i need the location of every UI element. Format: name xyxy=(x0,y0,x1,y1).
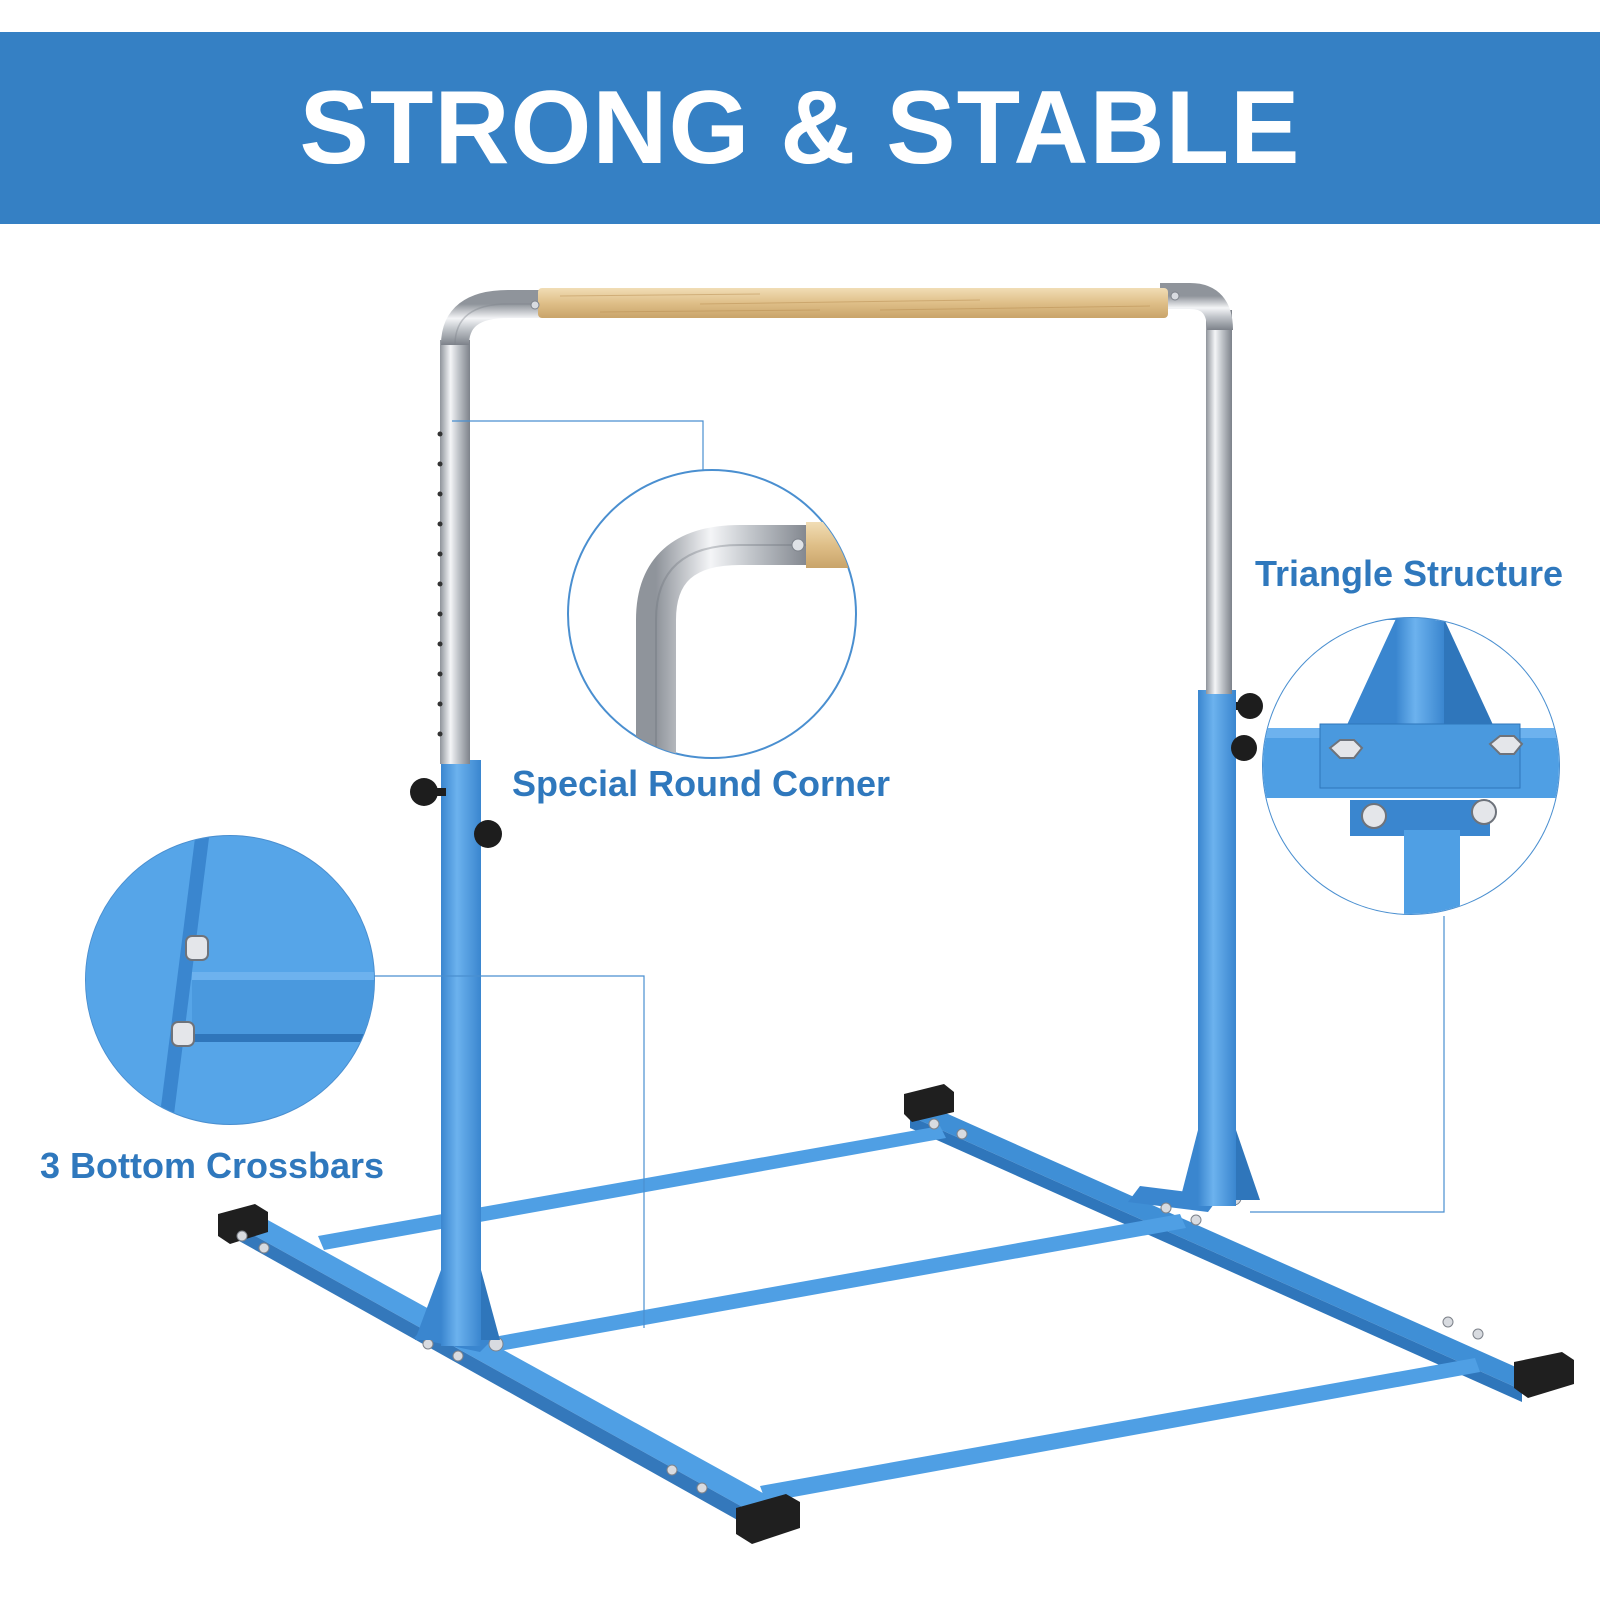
callout-crossbars xyxy=(85,835,375,1125)
back-rail xyxy=(908,1096,1545,1390)
crossbar-front xyxy=(760,1358,1480,1502)
callout-label-bottom-crossbars: 3 Bottom Crossbars xyxy=(40,1145,385,1186)
banner-title: STRONG & STABLE xyxy=(299,70,1301,186)
callout-label-round-corner: Special Round Corner xyxy=(512,763,891,804)
foot-front-right xyxy=(736,1494,800,1544)
right-upright xyxy=(1180,310,1263,1206)
foot-back-left xyxy=(904,1084,954,1122)
crossbar-back xyxy=(318,1126,946,1250)
foot-front-left xyxy=(218,1204,268,1244)
knob-icon xyxy=(1231,693,1263,761)
callout-label-triangle-structure: Triangle Structure xyxy=(1255,553,1564,594)
right-side-rail xyxy=(1128,1186,1220,1212)
base-frame xyxy=(218,1084,1574,1544)
callout-triangle-structure xyxy=(1262,617,1560,915)
callout-round-corner xyxy=(567,469,857,759)
knob-icon xyxy=(410,778,502,848)
header-banner: STRONG & STABLE xyxy=(0,32,1600,224)
left-upright xyxy=(410,340,502,1346)
foot-back-right xyxy=(1514,1352,1574,1398)
top-bar xyxy=(441,283,1233,346)
wooden-bar xyxy=(538,288,1168,318)
crossbar-middle xyxy=(488,1214,1186,1352)
leader-lines xyxy=(372,420,1445,1328)
front-rail xyxy=(223,1208,790,1520)
